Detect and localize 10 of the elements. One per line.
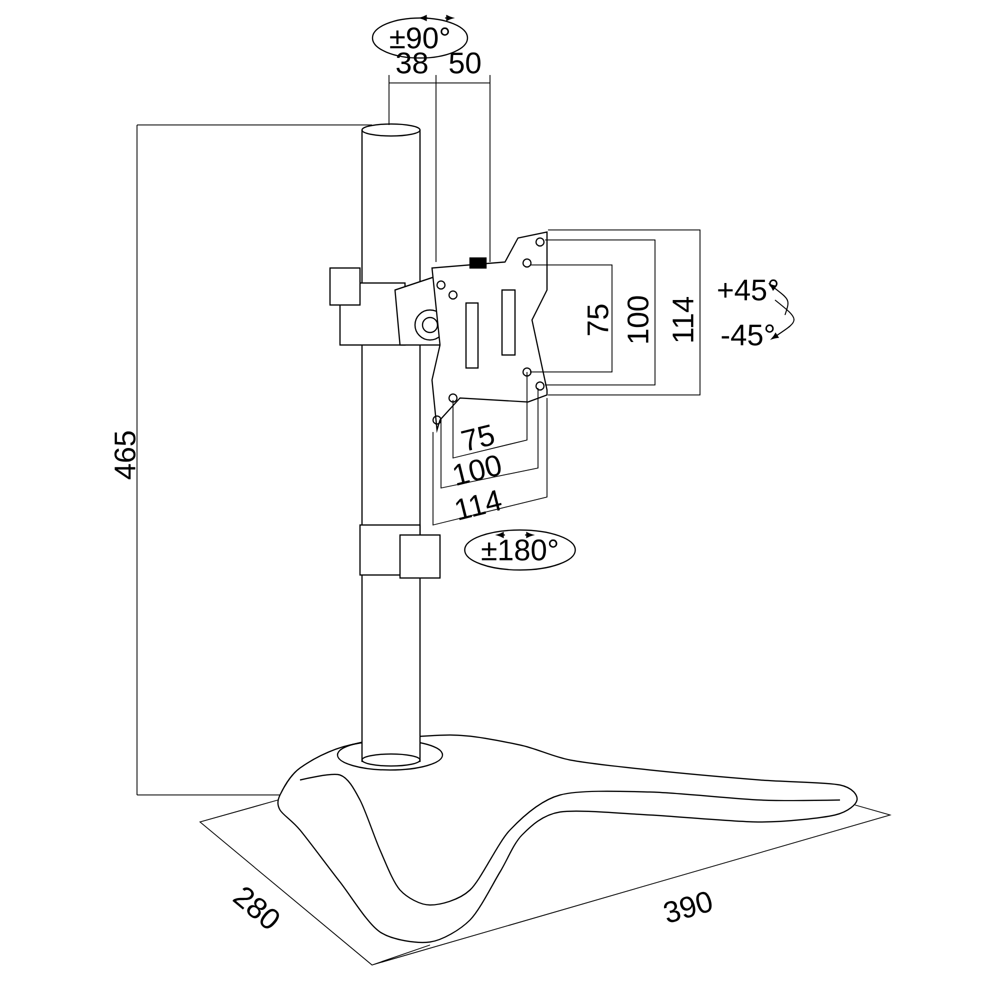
dimension-label: 390	[664, 892, 712, 922]
dimension-label: 114	[672, 297, 694, 342]
dimension-label: 100	[627, 296, 649, 343]
dimension-label: 75	[460, 424, 494, 451]
dimension-label: 75	[588, 304, 608, 336]
dimension-label: -45°	[722, 324, 774, 346]
dimension-label: 280	[232, 887, 279, 928]
dimension-label: 465	[114, 431, 136, 480]
dimension-label: +45°	[718, 279, 778, 301]
dimension-label: 100	[454, 455, 501, 486]
